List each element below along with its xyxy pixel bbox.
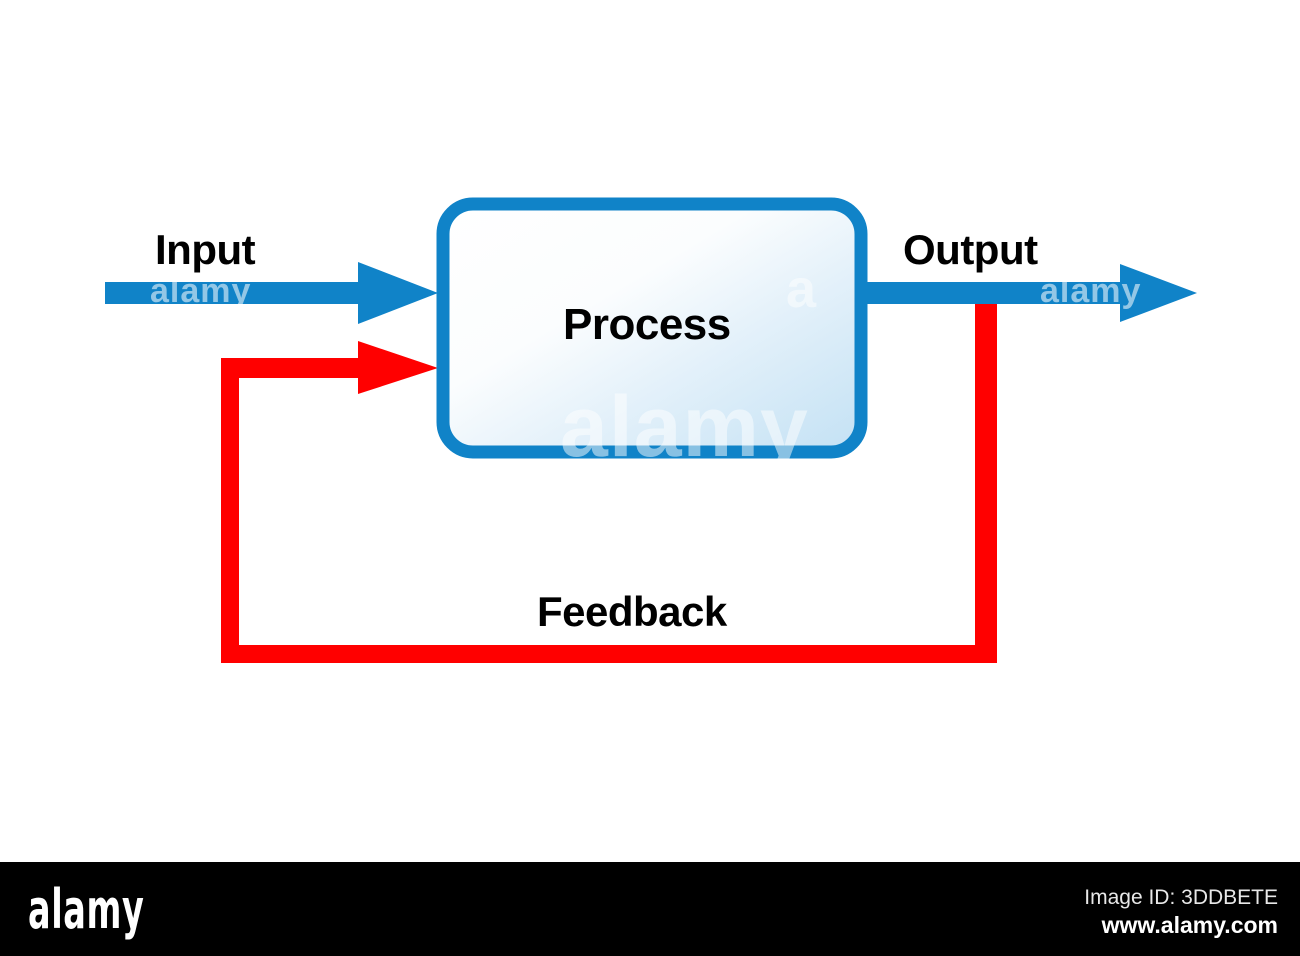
output-arrow <box>858 264 1197 322</box>
block-diagram <box>105 197 1197 663</box>
process-label: Process <box>563 300 731 349</box>
input-arrow <box>105 262 438 324</box>
feedback-loop-path <box>221 295 997 663</box>
alamy-logo: alamy <box>28 878 145 941</box>
footer-right-block: Image ID: 3DDBETE www.alamy.com <box>1084 884 1278 940</box>
website-url-text: www.alamy.com <box>1101 912 1278 938</box>
alamy-footer-bar: alamy Image ID: 3DDBETE www.alamy.com <box>0 862 1300 956</box>
diagram-canvas: alamy alamy alamy a Input Output Process… <box>105 197 1197 663</box>
output-label: Output <box>903 226 1038 273</box>
image-id-text: Image ID: 3DDBETE <box>1084 886 1278 909</box>
process-box[interactable] <box>436 197 868 459</box>
input-label: Input <box>155 226 256 273</box>
feedback-label: Feedback <box>537 588 727 635</box>
